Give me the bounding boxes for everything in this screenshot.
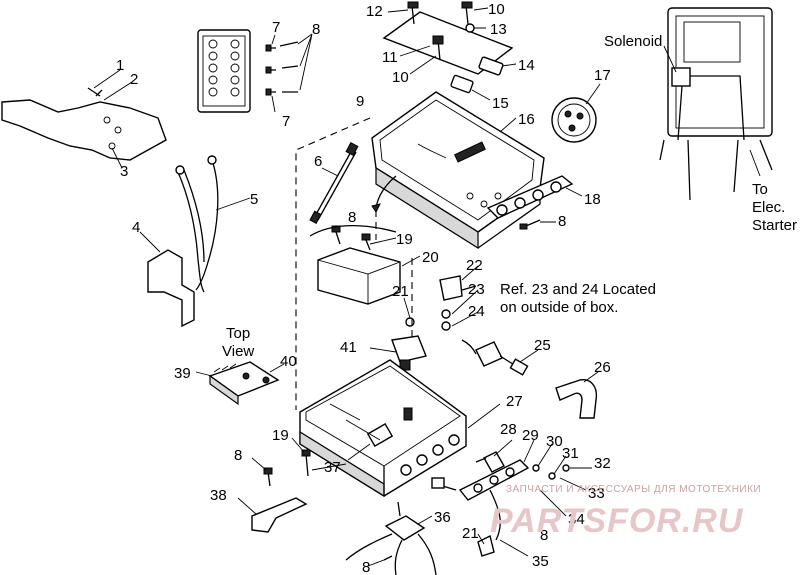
callout-18: 18 bbox=[584, 191, 601, 208]
callout-6: 6 bbox=[314, 153, 322, 170]
callout-11: 11 bbox=[382, 49, 398, 66]
callout-1: 1 bbox=[116, 57, 124, 74]
callout-8d: 8 bbox=[234, 447, 242, 464]
callout-21a: 21 bbox=[392, 283, 409, 300]
callout-7b: 7 bbox=[282, 113, 290, 130]
bracket-4 bbox=[139, 231, 195, 328]
callout-4: 4 bbox=[132, 219, 140, 236]
mounting-bracket bbox=[1, 69, 167, 169]
callout-29: 29 bbox=[522, 427, 539, 444]
callout-15: 15 bbox=[492, 95, 509, 112]
callout-7a: 7 bbox=[272, 19, 280, 36]
callout-12: 12 bbox=[366, 3, 383, 20]
callout-10a: 10 bbox=[488, 1, 505, 18]
ref-note-line2: on outside of box. bbox=[500, 299, 618, 316]
watermark-brand: PARTSFOR.RU bbox=[490, 502, 744, 540]
connector-inset bbox=[197, 29, 313, 113]
side-plate-18 bbox=[486, 175, 583, 230]
callout-31: 31 bbox=[562, 445, 579, 462]
callout-17: 17 bbox=[594, 67, 611, 84]
callout-16: 16 bbox=[518, 111, 535, 128]
label-solenoid: Solenoid bbox=[604, 33, 662, 50]
plug-25 bbox=[461, 339, 539, 376]
callout-41: 41 bbox=[340, 339, 357, 356]
label-elec: Elec. bbox=[752, 199, 785, 216]
rod-6 bbox=[309, 142, 359, 224]
connector-rings bbox=[431, 439, 592, 517]
callout-25: 25 bbox=[534, 337, 551, 354]
callout-23: 23 bbox=[468, 281, 485, 298]
callout-22: 22 bbox=[466, 257, 483, 274]
label-view: View bbox=[222, 343, 254, 360]
gauge-17 bbox=[551, 83, 601, 143]
callout-36: 36 bbox=[434, 509, 451, 526]
callout-28: 28 bbox=[500, 421, 517, 438]
watermark-tagline: ЗАПЧАСТИ И АКСЕССУАРЫ ДЛЯ МОТОТЕХНИКИ bbox=[506, 484, 761, 495]
elbow-26 bbox=[555, 371, 599, 419]
callout-19b: 19 bbox=[272, 427, 289, 444]
callout-38: 38 bbox=[210, 487, 227, 504]
box-bolts bbox=[251, 437, 347, 487]
fittings-41 bbox=[369, 297, 427, 371]
callout-32: 32 bbox=[594, 455, 611, 472]
callout-numbers: 1 2 3 4 5 6 7 7 8 8 8 8 8 8 9 10 10 11 1… bbox=[116, 1, 611, 575]
callout-2: 2 bbox=[130, 71, 138, 88]
callout-10b: 10 bbox=[392, 69, 409, 86]
callout-14: 14 bbox=[518, 57, 535, 74]
bracket-22 bbox=[439, 265, 479, 331]
callout-27: 27 bbox=[506, 393, 523, 410]
bracket-38 bbox=[237, 497, 308, 533]
callout-24: 24 bbox=[468, 303, 485, 320]
callout-8c: 8 bbox=[558, 213, 566, 230]
callout-8e: 8 bbox=[540, 527, 548, 544]
main-box bbox=[299, 359, 501, 498]
battery-cable bbox=[175, 155, 251, 293]
callout-39: 39 bbox=[174, 365, 191, 382]
callout-26: 26 bbox=[594, 359, 611, 376]
callout-13: 13 bbox=[490, 21, 507, 38]
callout-8a: 8 bbox=[312, 21, 320, 38]
label-starter: Starter bbox=[752, 217, 797, 234]
callout-35: 35 bbox=[532, 553, 549, 570]
top-plate bbox=[382, 1, 517, 101]
callout-30: 30 bbox=[546, 433, 563, 450]
box-lid bbox=[371, 91, 545, 250]
callout-9: 9 bbox=[356, 93, 364, 110]
callout-3: 3 bbox=[120, 163, 128, 180]
ref-note-line1: Ref. 23 and 24 Located bbox=[500, 281, 656, 298]
callout-8b: 8 bbox=[348, 209, 356, 226]
module-20 bbox=[309, 224, 421, 305]
callout-8f: 8 bbox=[362, 559, 370, 575]
callout-5: 5 bbox=[250, 191, 258, 208]
callout-34: 34 bbox=[568, 511, 585, 528]
watermark: ЗАПЧАСТИ И АКСЕССУАРЫ ДЛЯ МОТОТЕХНИКИ PA… bbox=[490, 484, 761, 540]
text-labels: Solenoid To Elec. Starter Top View Ref. … bbox=[222, 33, 797, 360]
callout-33: 33 bbox=[588, 485, 605, 502]
callout-20: 20 bbox=[422, 249, 439, 266]
assembly-lines bbox=[295, 117, 413, 410]
label-to: To bbox=[752, 181, 768, 198]
callout-40: 40 bbox=[280, 353, 297, 370]
callout-21b: 21 bbox=[462, 525, 479, 542]
top-view-module bbox=[195, 361, 285, 406]
callout-19a: 19 bbox=[396, 231, 413, 248]
solenoid-inset bbox=[659, 7, 773, 201]
lower-wiring bbox=[345, 489, 529, 575]
label-top: Top bbox=[226, 325, 250, 342]
callout-37: 37 bbox=[324, 459, 341, 476]
